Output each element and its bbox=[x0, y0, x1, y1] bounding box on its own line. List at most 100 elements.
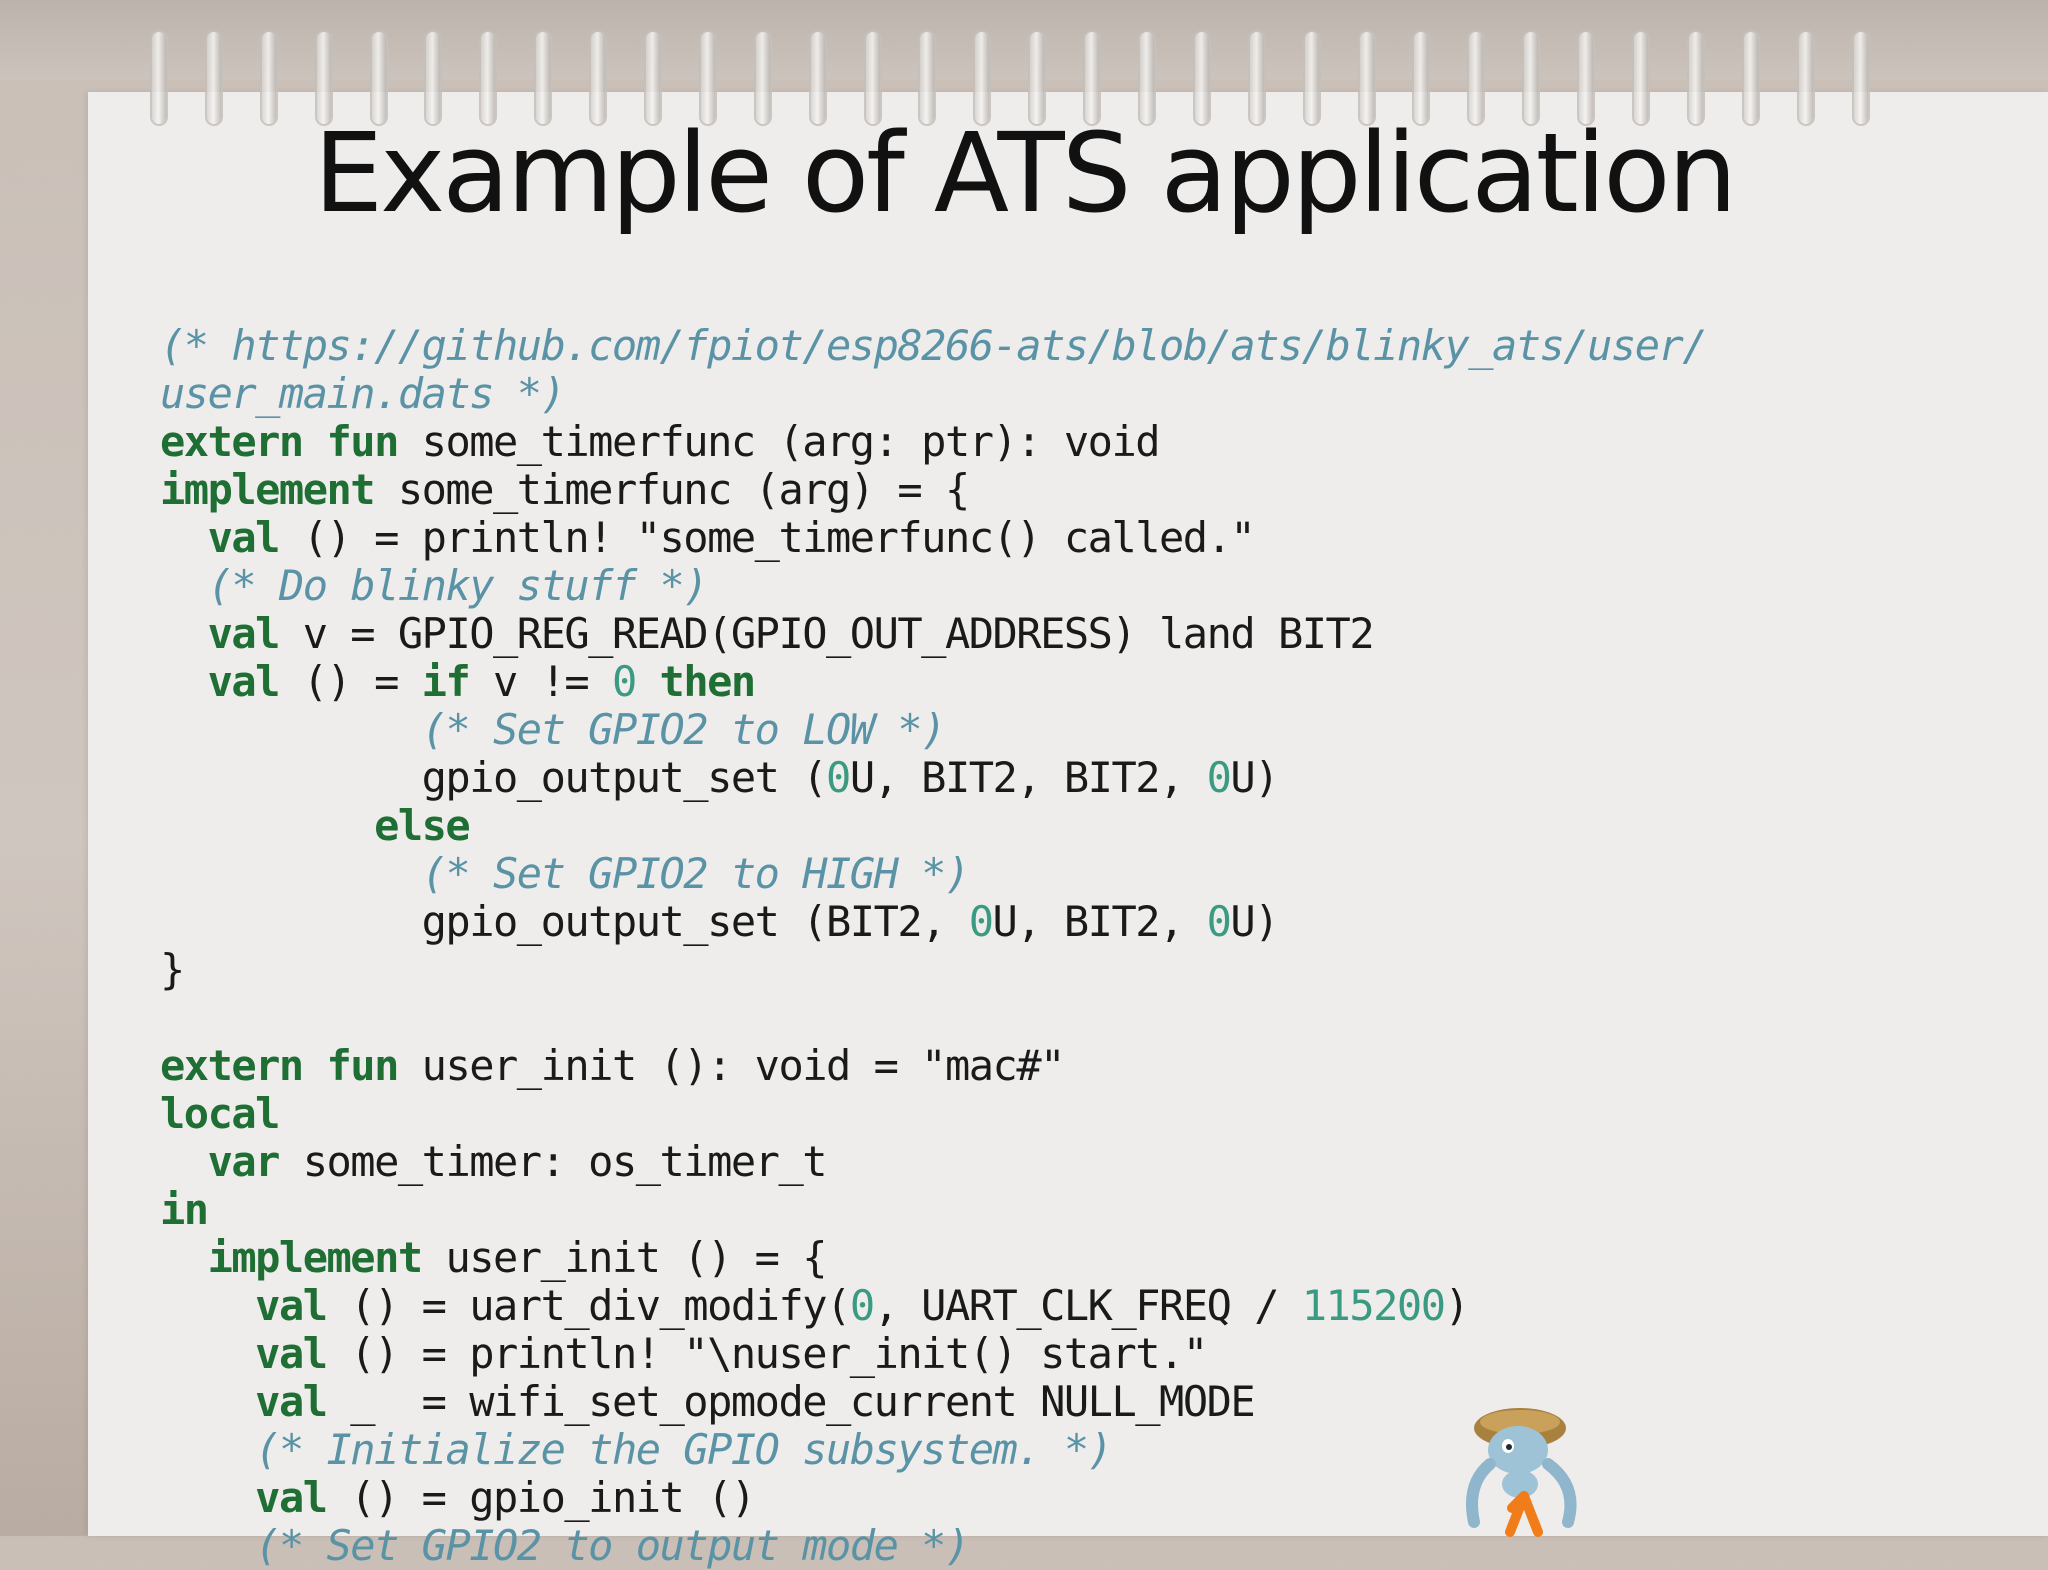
binding-ring bbox=[644, 30, 663, 126]
code-line: (* Set GPIO2 to HIGH *) bbox=[160, 850, 1706, 898]
code-comment: (* https://github.com/fpiot/esp8266-ats/… bbox=[160, 321, 1708, 370]
binding-ring bbox=[1741, 30, 1760, 126]
code-comment: user_main.dats *) bbox=[160, 369, 566, 418]
code-text: () = bbox=[278, 657, 422, 706]
code-text: v != bbox=[469, 657, 612, 706]
binding-ring bbox=[589, 30, 608, 126]
code-text: user_init () = { bbox=[421, 1233, 827, 1282]
binding-ring bbox=[1247, 30, 1266, 126]
code-line: val () = if v != 0 then bbox=[160, 658, 1706, 706]
binding-ring bbox=[1302, 30, 1321, 126]
code-text: () = println! "\nuser_init() start." bbox=[326, 1329, 1208, 1378]
code-keyword: val bbox=[255, 1473, 328, 1522]
binding-ring bbox=[918, 30, 937, 126]
code-text bbox=[160, 1377, 255, 1426]
binding-ring bbox=[204, 30, 223, 126]
code-line: local bbox=[160, 1090, 1706, 1138]
code-line: val v = GPIO_REG_READ(GPIO_OUT_ADDRESS) … bbox=[160, 610, 1706, 658]
code-line: val () = gpio_init () bbox=[160, 1474, 1706, 1522]
code-text bbox=[160, 801, 374, 850]
code-text bbox=[160, 1233, 208, 1282]
binding-ring bbox=[1577, 30, 1596, 126]
code-text: () = uart_div_modify( bbox=[326, 1281, 851, 1330]
binding-ring bbox=[1192, 30, 1211, 126]
spiral-binding bbox=[150, 30, 1870, 140]
code-number: 0 bbox=[968, 897, 994, 946]
code-keyword: val bbox=[207, 609, 281, 658]
code-line: val () = uart_div_modify(0, UART_CLK_FRE… bbox=[160, 1282, 1706, 1330]
code-text bbox=[160, 561, 208, 610]
binding-ring bbox=[424, 30, 443, 126]
code-keyword: val bbox=[207, 513, 281, 562]
code-line: else bbox=[160, 802, 1706, 850]
binding-ring bbox=[1083, 30, 1102, 126]
code-text bbox=[636, 657, 660, 706]
code-line: in bbox=[160, 1186, 1706, 1234]
binding-ring bbox=[259, 30, 278, 126]
code-text: () = gpio_init () bbox=[326, 1473, 756, 1522]
code-text: U) bbox=[1230, 753, 1279, 802]
binding-ring bbox=[1851, 30, 1870, 126]
notebook-page bbox=[88, 92, 2048, 1536]
code-text: } bbox=[160, 945, 185, 994]
desk-background bbox=[0, 0, 2048, 80]
code-line: extern fun user_init (): void = "mac#" bbox=[160, 1042, 1706, 1090]
code-keyword: var bbox=[207, 1137, 281, 1186]
code-text bbox=[160, 1473, 255, 1522]
code-text bbox=[160, 1521, 255, 1570]
binding-ring bbox=[314, 30, 333, 126]
binding-ring bbox=[1357, 30, 1376, 126]
code-line: val () = println! "\nuser_init() start." bbox=[160, 1330, 1706, 1378]
code-comment: (* Set GPIO2 to HIGH *) bbox=[421, 849, 971, 898]
code-keyword: in bbox=[160, 1185, 209, 1234]
code-text bbox=[160, 705, 422, 754]
code-comment: (* Set GPIO2 to output mode *) bbox=[255, 1521, 970, 1570]
code-line: (* Initialize the GPIO subsystem. *) bbox=[160, 1426, 1706, 1474]
code-number: 0 bbox=[1206, 897, 1232, 946]
code-number: 115200 bbox=[1301, 1281, 1446, 1330]
code-line: user_main.dats *) bbox=[160, 370, 1706, 418]
binding-ring bbox=[369, 30, 388, 126]
code-keyword: local bbox=[160, 1089, 280, 1138]
code-text: some_timer: os_timer_t bbox=[278, 1137, 828, 1186]
code-text bbox=[160, 1281, 255, 1330]
ats-mascot-icon bbox=[1466, 1408, 1577, 1537]
binding-ring bbox=[1522, 30, 1541, 126]
binding-ring bbox=[1412, 30, 1431, 126]
code-number: 0 bbox=[611, 657, 637, 706]
code-keyword: val bbox=[207, 657, 281, 706]
code-line: (* https://github.com/fpiot/esp8266-ats/… bbox=[160, 321, 1708, 370]
code-text bbox=[160, 609, 208, 658]
code-keyword: extern fun bbox=[160, 1041, 399, 1090]
code-line: (* Set GPIO2 to output mode *) bbox=[160, 1522, 1706, 1570]
code-text: U, BIT2, BIT2, bbox=[849, 753, 1207, 802]
code-line: implement some_timerfunc (arg) = { bbox=[160, 466, 1706, 514]
binding-ring bbox=[1632, 30, 1651, 126]
code-line: extern fun some_timerfunc (arg: ptr): vo… bbox=[160, 418, 1706, 466]
code-text: () = println! "some_timerfunc() called." bbox=[278, 513, 1256, 562]
code-line: (* Set GPIO2 to LOW *) bbox=[160, 706, 1706, 754]
code-number: 0 bbox=[826, 753, 851, 802]
code-text: gpio_output_set ( bbox=[160, 753, 828, 802]
code-comment: (* Initialize the GPIO subsystem. *) bbox=[255, 1425, 1113, 1474]
code-comment: (* Set GPIO2 to LOW *) bbox=[421, 705, 947, 754]
code-keyword: else bbox=[374, 801, 471, 850]
binding-ring bbox=[808, 30, 827, 126]
code-text: ) bbox=[1444, 1281, 1469, 1330]
binding-ring bbox=[753, 30, 772, 126]
code-line: val () = println! "some_timerfunc() call… bbox=[160, 514, 1706, 562]
code-line: gpio_output_set (0U, BIT2, BIT2, 0U) bbox=[160, 754, 1706, 802]
code-line: (* Do blinky stuff *) bbox=[160, 562, 1706, 610]
code-text: gpio_output_set (BIT2, bbox=[160, 897, 969, 946]
binding-ring bbox=[479, 30, 498, 126]
code-text: _ = wifi_set_opmode_current NULL_MODE bbox=[326, 1377, 1255, 1426]
slide-title: Example of ATS application bbox=[313, 109, 1738, 237]
code-text bbox=[160, 513, 208, 562]
code-keyword: if bbox=[421, 657, 471, 706]
code-comment: (* Do blinky stuff *) bbox=[207, 561, 709, 610]
code-keyword: extern fun bbox=[160, 417, 399, 466]
code-text bbox=[160, 849, 422, 898]
code-text: U) bbox=[1230, 897, 1279, 946]
code-keyword: val bbox=[255, 1281, 328, 1330]
code-text: user_init (): void = "mac#" bbox=[397, 1041, 1066, 1090]
